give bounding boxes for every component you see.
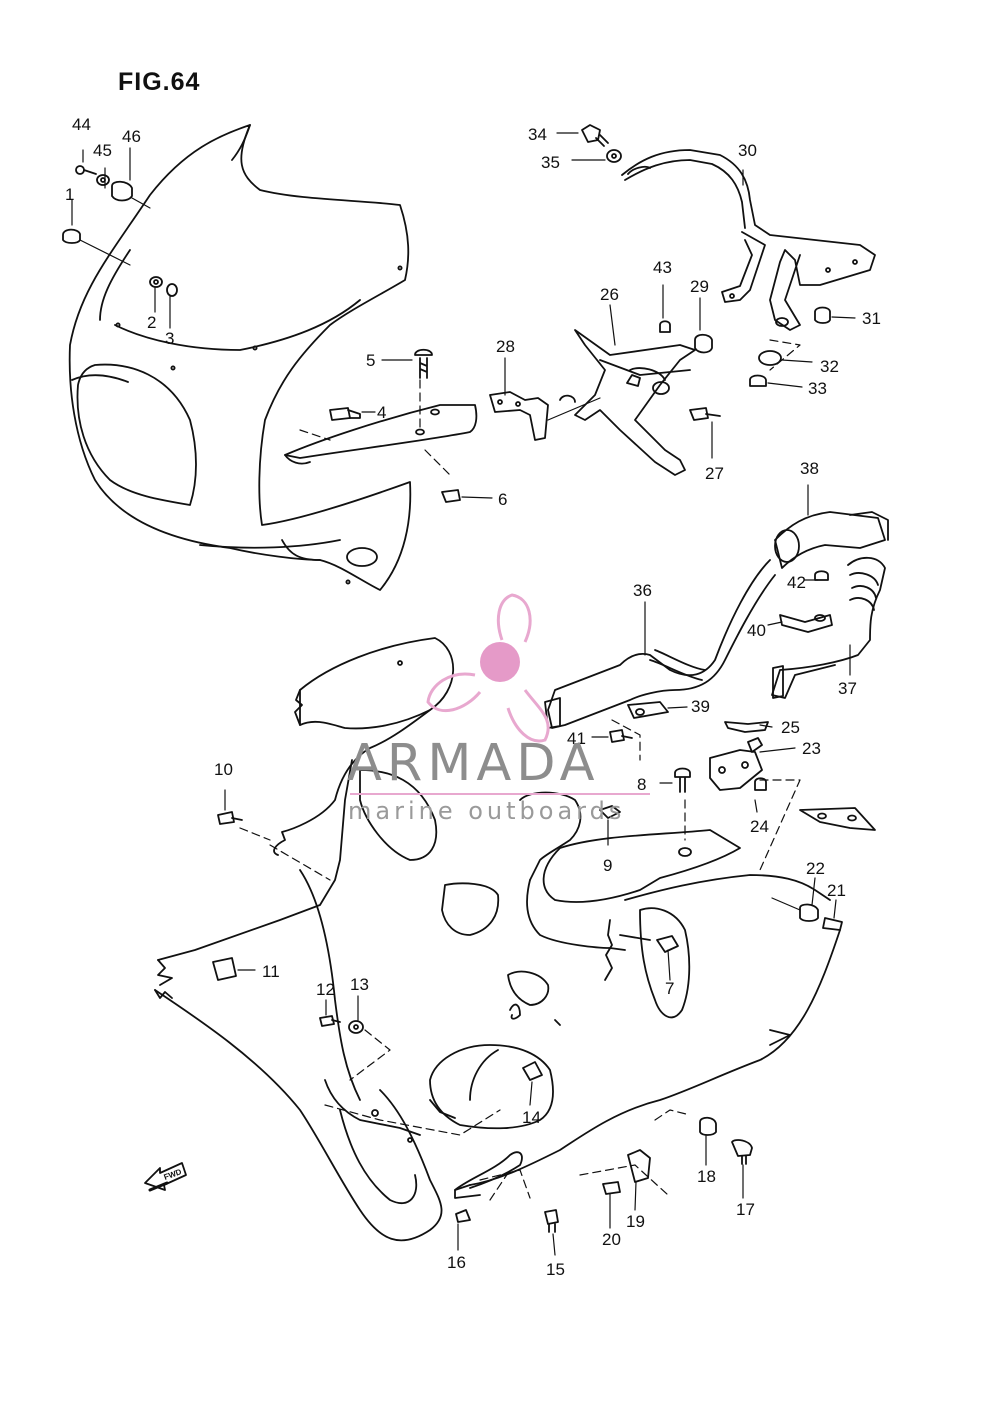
inner-panel [284,404,478,465]
part-number-33: 33 [808,379,827,398]
lower-cowling [154,637,841,1242]
part-number-1: 1 [65,185,74,204]
part-number-5: 5 [366,351,375,370]
part-number-36: 36 [633,581,652,600]
cowling-stay [621,149,876,331]
part-number-14: 14 [522,1108,541,1127]
part-number-45: 45 [93,141,112,160]
part-number-9: 9 [603,856,612,875]
leader-lines-middle [591,484,851,981]
part-number-2: 2 [147,313,156,332]
fwd-badge [144,1162,187,1192]
part-number-8: 8 [637,775,646,794]
part-number-11: 11 [262,962,280,981]
cowling-bracket [489,320,721,476]
part-number-17: 17 [736,1200,755,1219]
part-number-3: 3 [165,329,174,348]
part-number-31: 31 [862,309,881,328]
part-number-35: 35 [541,153,560,172]
part-number-44: 44 [72,115,91,134]
part-number-20: 20 [602,1230,621,1249]
part-number-32: 32 [820,357,839,376]
part-number-38: 38 [800,459,819,478]
stay-hardware [504,124,856,459]
part-number-4: 4 [377,403,386,422]
duct-brackets [599,570,876,831]
part-number-37: 37 [838,679,857,698]
watermark-brand: ARMADA [347,734,600,793]
part-number-28: 28 [496,337,515,356]
part-number-18: 18 [697,1167,716,1186]
part-number-12: 12 [316,980,335,999]
part-number-29: 29 [690,277,709,296]
leader-lines-lower [224,789,837,1256]
part-number-15: 15 [546,1260,565,1279]
part-number-42: 42 [787,573,806,592]
part-number-27: 27 [705,464,724,483]
part-number-24: 24 [750,817,769,836]
part-number-7: 7 [665,979,674,998]
part-number-6: 6 [498,490,507,509]
inner-lower-panel [542,829,741,903]
part-number-30: 30 [738,141,757,160]
part-number-46: 46 [122,127,141,146]
watermark-tagline: marine outboards [348,797,626,825]
propeller-hub-icon [480,642,520,682]
part-number-22: 22 [806,859,825,878]
watermark-rule [350,793,650,795]
part-number-26: 26 [600,285,619,304]
part-number-41: 41 [567,729,586,748]
part-number-39: 39 [691,697,710,716]
part-number-34: 34 [528,125,547,144]
part-number-13: 13 [350,975,369,994]
air-ducts [544,511,889,729]
figure-title: FIG.64 [118,68,201,96]
part-number-43: 43 [653,258,672,277]
part-number-25: 25 [781,718,800,737]
part-number-16: 16 [447,1253,466,1272]
propeller-icon [426,593,550,743]
part-number-23: 23 [802,739,821,758]
lower-hardware [212,811,843,1233]
part-number-10: 10 [214,760,233,779]
part-number-40: 40 [747,621,766,640]
watermark-logo [426,593,550,743]
leader-lines-upper [71,147,493,499]
part-number-21: 21 [827,881,846,900]
part-number-19: 19 [626,1212,645,1231]
upper-cowling [68,124,412,591]
